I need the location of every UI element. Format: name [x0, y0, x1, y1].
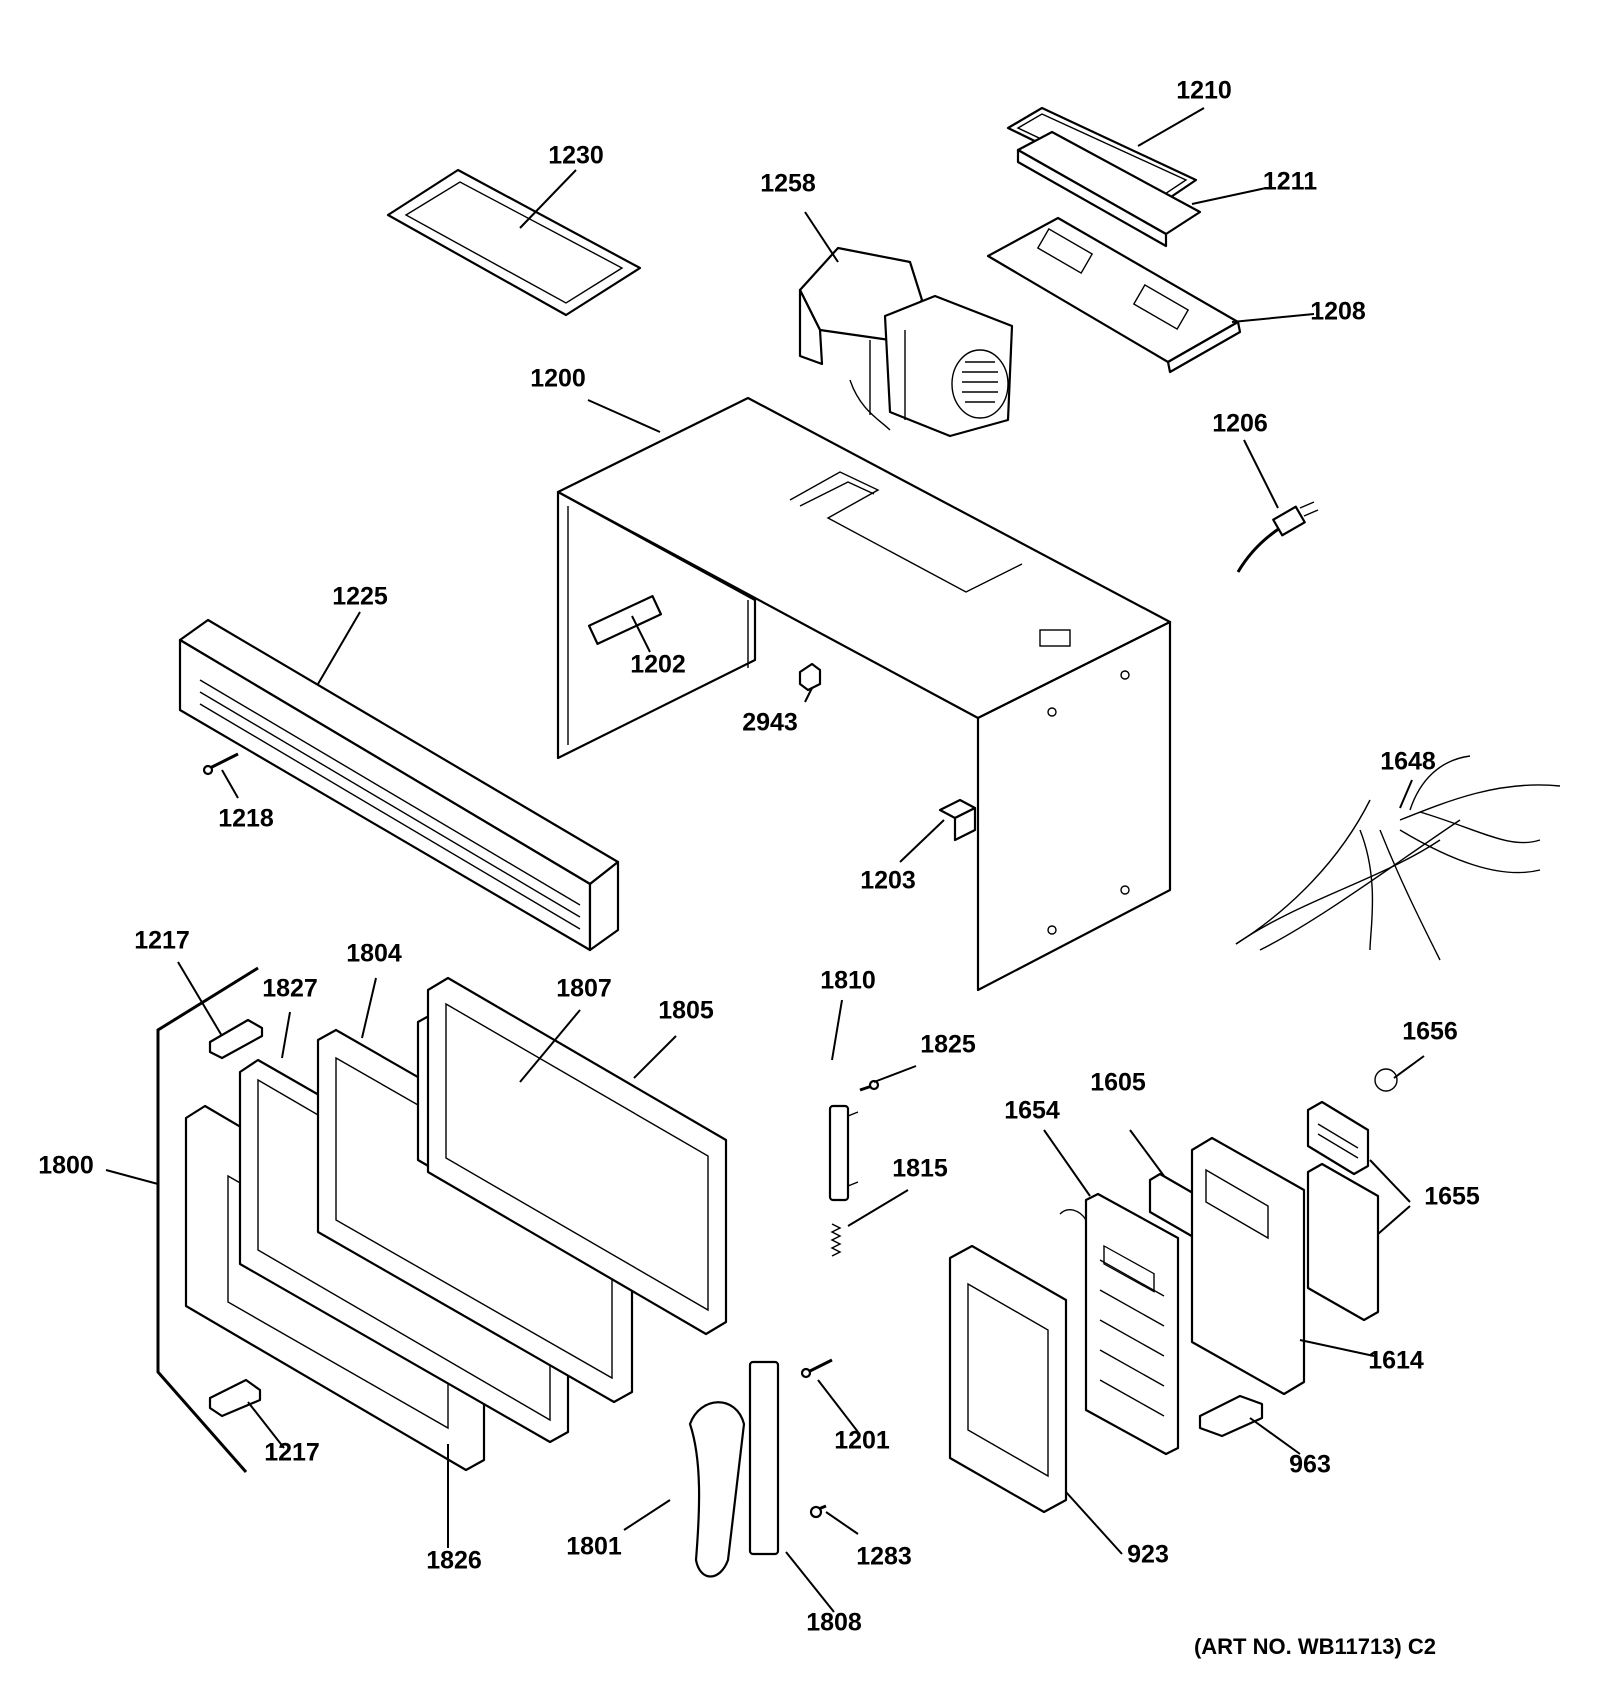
callout-1801: 1801 — [566, 1533, 622, 1561]
part-1654-control-panel — [1059, 1192, 1180, 1456]
callout-1202: 1202 — [630, 651, 686, 679]
callout-1827: 1827 — [262, 975, 318, 1003]
leader-lines — [105, 107, 1425, 1613]
callout-1800: 1800 — [38, 1152, 94, 1180]
callout-1258: 1258 — [760, 170, 816, 198]
callout-1808: 1808 — [806, 1609, 862, 1637]
part-1283-screw — [809, 1504, 827, 1519]
callout-1815: 1815 — [892, 1155, 948, 1183]
callout-2943: 2943 — [742, 709, 798, 737]
callout-1614: 1614 — [1368, 1347, 1424, 1375]
part-1800-door-outline — [156, 966, 259, 1473]
callout-1805: 1805 — [658, 997, 714, 1025]
part-1656-ring — [1374, 1068, 1398, 1092]
callout-1230: 1230 — [548, 142, 604, 170]
callout-1217-bottom: 1217 — [264, 1439, 320, 1467]
callout-1826: 1826 — [426, 1547, 482, 1575]
callout-1210: 1210 — [1176, 77, 1232, 105]
part-1655-board-top — [1306, 1100, 1370, 1176]
callout-1201: 1201 — [834, 1427, 890, 1455]
part-1810-latch — [828, 1104, 859, 1202]
callout-1648: 1648 — [1380, 748, 1436, 776]
part-1217-hinge-top — [208, 1018, 264, 1060]
callout-1283: 1283 — [856, 1543, 912, 1571]
callout-923: 923 — [1127, 1541, 1169, 1569]
part-963-bracket — [1198, 1394, 1264, 1438]
part-1230-filter — [386, 168, 642, 317]
part-1218-screw — [202, 752, 239, 776]
callout-1225: 1225 — [332, 583, 388, 611]
part-1200-outer-case — [556, 396, 1172, 992]
part-1208-plate — [986, 216, 1242, 374]
callout-1203: 1203 — [860, 867, 916, 895]
part-923-control-frame — [948, 1244, 1068, 1514]
callout-1654: 1654 — [1004, 1097, 1060, 1125]
callout-1605: 1605 — [1090, 1069, 1146, 1097]
callout-1807: 1807 — [556, 975, 612, 1003]
art-number: (ART NO. WB11713) C2 — [1194, 1634, 1436, 1659]
callout-1211: 1211 — [1263, 168, 1317, 196]
part-1801-handle — [688, 1401, 746, 1578]
part-1808-handle-base — [748, 1360, 780, 1556]
part-1225-grille — [178, 618, 620, 952]
callout-1825: 1825 — [920, 1031, 976, 1059]
part-1217-hinge-bottom — [208, 1378, 262, 1418]
part-1201-screw — [800, 1358, 833, 1379]
part-1203-bracket — [938, 798, 977, 842]
callout-1655: 1655 — [1424, 1183, 1480, 1211]
part-1211-damper — [1016, 130, 1202, 248]
callout-963: 963 — [1289, 1451, 1331, 1479]
callout-1656: 1656 — [1402, 1018, 1458, 1046]
part-1655-board-main — [1306, 1162, 1380, 1322]
callout-1208: 1208 — [1310, 298, 1366, 326]
part-1206-cord — [1236, 501, 1319, 573]
part-1258-blower — [798, 246, 1014, 438]
part-1648-wire-harness — [1235, 755, 1561, 961]
callout-1206: 1206 — [1212, 410, 1268, 438]
part-1614-bracket — [1190, 1136, 1306, 1396]
part-2943-clip — [798, 662, 822, 692]
callout-1200: 1200 — [530, 365, 586, 393]
part-1815-spring — [830, 1223, 842, 1257]
callout-1217-top: 1217 — [134, 927, 190, 955]
callout-1804: 1804 — [346, 940, 402, 968]
part-1825-screw — [859, 1079, 880, 1092]
part-1805-gasket — [426, 976, 728, 1336]
callout-1810: 1810 — [820, 967, 876, 995]
callout-1218: 1218 — [218, 805, 274, 833]
